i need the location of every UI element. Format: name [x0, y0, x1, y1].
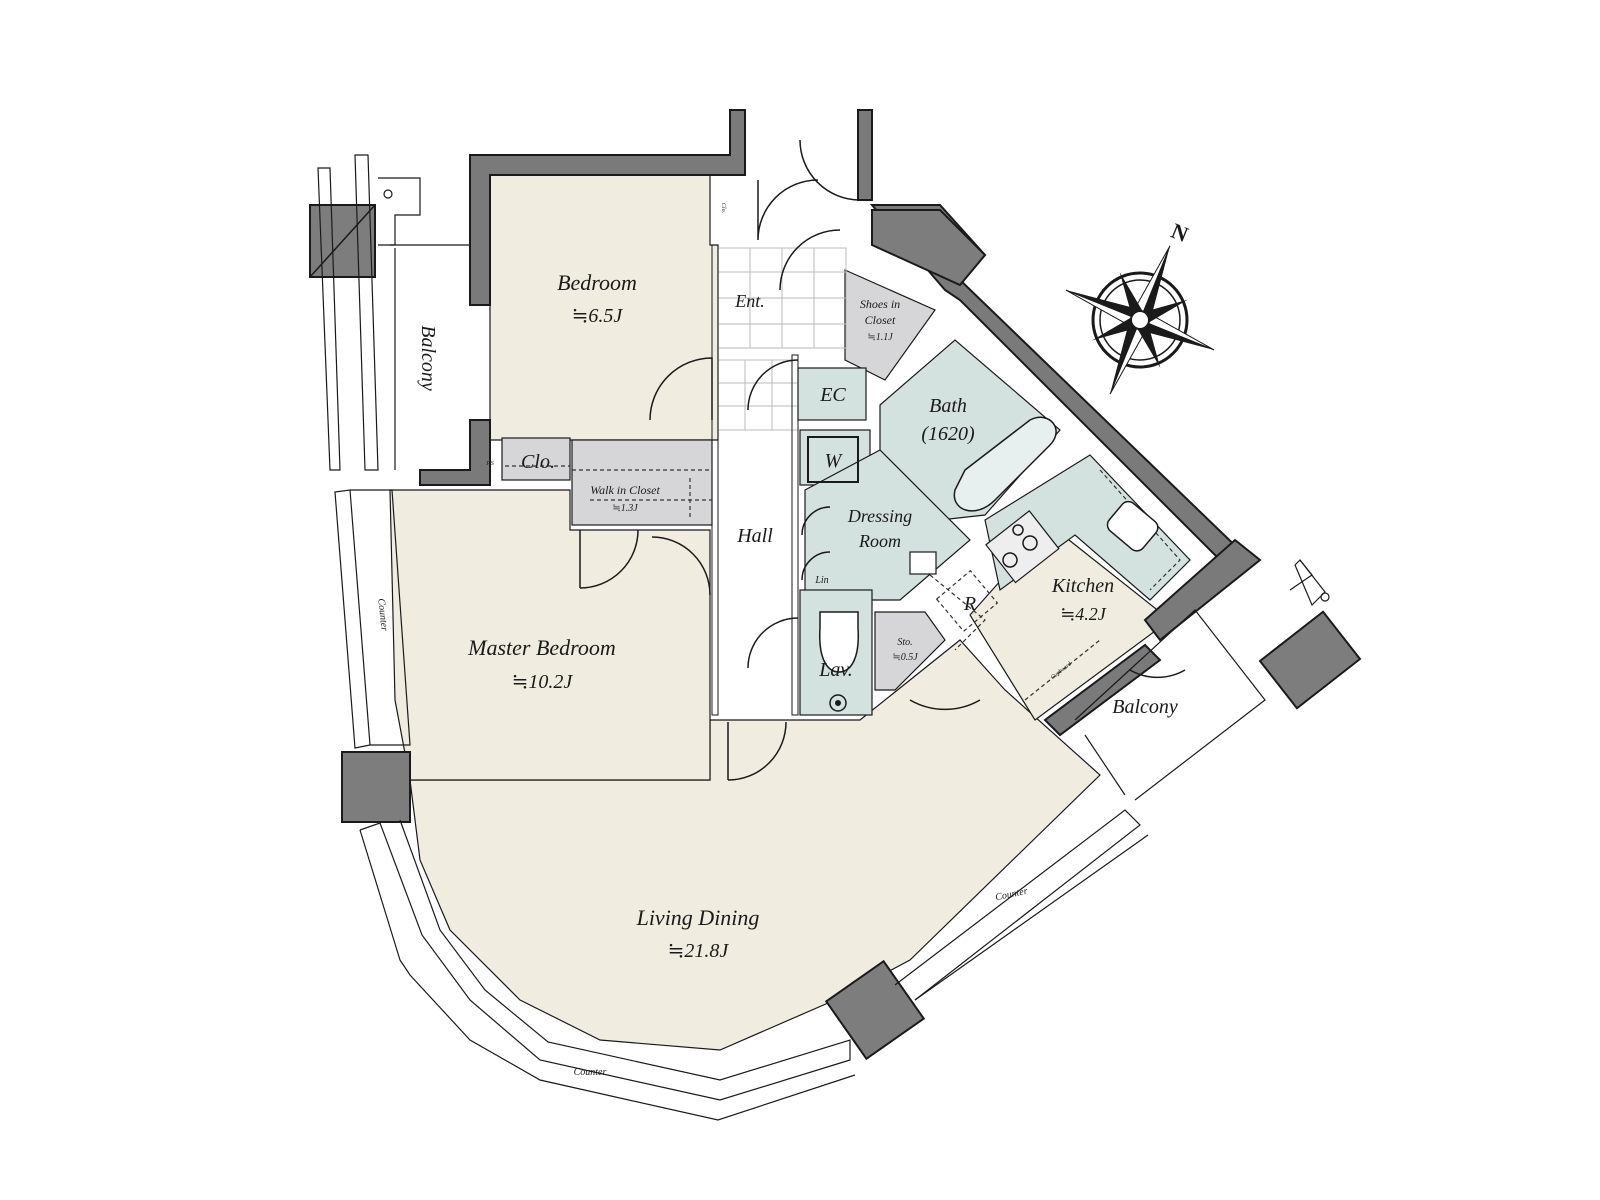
- kitchen-counter-floor: [984, 454, 1191, 601]
- fridge-box: [935, 569, 999, 633]
- shoes-closet-label-1: Shoes in: [860, 297, 900, 311]
- walk-in-closet-label: Walk in Closet: [590, 483, 660, 497]
- compass-rose-icon: N: [1065, 218, 1215, 395]
- lavatory-label: Lav.: [818, 659, 853, 681]
- fridge-label: R: [963, 593, 976, 615]
- column-s: [824, 959, 926, 1061]
- column-w: [341, 751, 411, 823]
- linen-label: Lin: [814, 575, 828, 586]
- living-dining-floor: [409, 639, 1101, 1051]
- ps-label: P.S: [485, 461, 493, 467]
- bedroom-area: ≒6.5J: [572, 305, 624, 327]
- closet-floor: [501, 437, 571, 481]
- vanity-sink-icon: [909, 551, 937, 575]
- washer-label: W: [825, 450, 844, 472]
- master-bedroom-area: ≒10.2J: [512, 671, 574, 693]
- fixtures: [807, 416, 1159, 712]
- shoes-closet-label-2: Closet: [865, 313, 896, 327]
- wash-basin-icon: [829, 694, 847, 712]
- walk-in-closet-floor: [571, 439, 713, 526]
- walk-in-closet-area: ≒1.3J: [612, 503, 638, 514]
- master-bedroom-floor: [389, 489, 711, 781]
- closet-label: Clo.: [521, 451, 555, 473]
- bath-label: Bath: [929, 395, 967, 417]
- shoes-closet-floor: [844, 269, 936, 381]
- hall-label: Hall: [736, 525, 773, 547]
- kitchen-label: Kitchen: [1051, 575, 1114, 597]
- dressing-label-1: Dressing: [847, 506, 912, 526]
- door-swings: [579, 139, 1186, 781]
- compass-north-label: N: [1168, 218, 1192, 247]
- walls: [419, 109, 1262, 737]
- kitchen-sink-icon: [1106, 500, 1159, 552]
- shoes-closet-area: ≒1.1J: [867, 332, 893, 343]
- entrance-label: Ent.: [734, 291, 765, 311]
- living-dining-label: Living Dining: [636, 905, 760, 930]
- column-ne: [871, 209, 987, 287]
- clo-small-label: Clo.: [720, 203, 726, 213]
- room-labels: Bedroom ≒6.5J Master Bedroom ≒10.2J Livi…: [375, 203, 1178, 1078]
- exterior-outlines: [317, 154, 1330, 1121]
- storage-area: ≒0.5J: [892, 652, 918, 663]
- washer-box: [807, 436, 859, 483]
- toilet-icon: [819, 611, 859, 673]
- bedroom-label: Bedroom: [557, 270, 637, 295]
- ec-label: EC: [819, 384, 846, 406]
- counter-south-label: Counter: [574, 1067, 607, 1078]
- balcony-east-label: Balcony: [1112, 696, 1178, 718]
- master-bedroom-label: Master Bedroom: [467, 635, 616, 660]
- bath-size: (1620): [921, 423, 975, 445]
- storage-floor: [874, 611, 946, 691]
- bathtub-icon: [953, 416, 1057, 512]
- dressing-label-2: Room: [858, 531, 901, 551]
- counter-east-label: Counter: [994, 886, 1028, 904]
- balcony-west-label: Balcony: [417, 325, 439, 391]
- column-e: [1258, 610, 1362, 710]
- storage-label: Sto.: [897, 637, 912, 648]
- kitchen-area: ≒4.2J: [1060, 604, 1107, 624]
- ec-floor: [797, 367, 867, 421]
- counter-west-label: Counter: [375, 598, 389, 632]
- living-dining-area: ≒21.8J: [668, 940, 730, 962]
